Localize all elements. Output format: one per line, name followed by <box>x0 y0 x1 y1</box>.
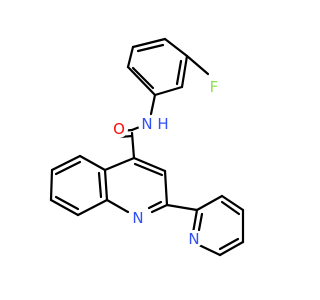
bond <box>54 195 80 211</box>
bond-lines <box>49 37 245 257</box>
bond <box>191 208 199 235</box>
fluorine-atom: F <box>205 78 223 96</box>
bond <box>163 37 189 58</box>
bond <box>185 54 210 76</box>
amide-nitrogen-atom: N H <box>138 115 170 133</box>
bond <box>50 154 82 172</box>
bond <box>149 93 157 116</box>
bond <box>130 131 136 160</box>
fluorine-label: F <box>210 78 219 96</box>
bond <box>131 66 155 90</box>
bond <box>165 203 199 212</box>
bond <box>197 212 204 232</box>
bond <box>180 54 189 89</box>
bond <box>136 43 165 53</box>
bond <box>195 194 224 212</box>
bond <box>163 169 169 207</box>
atom-labels: O N H F N N <box>110 78 223 248</box>
amide-hydrogen-label: H <box>157 115 168 133</box>
oxygen-label: O <box>113 120 125 138</box>
bond <box>132 156 167 173</box>
bond <box>76 198 109 217</box>
pyridine-nitrogen-atom: N <box>185 230 203 248</box>
bond <box>126 45 135 69</box>
quinoline-nitrogen-label: N <box>132 209 143 227</box>
bond <box>131 37 167 49</box>
bond <box>220 194 245 212</box>
bond <box>133 162 164 177</box>
bond <box>150 203 169 214</box>
bond <box>218 237 240 251</box>
bond <box>54 160 82 176</box>
bond <box>103 168 109 202</box>
bond <box>49 198 80 217</box>
bond <box>218 240 245 257</box>
molecule-structure-diagram: O N H F N N <box>49 37 245 257</box>
bond <box>97 171 103 199</box>
bond <box>220 200 241 216</box>
bond <box>147 200 163 210</box>
bond <box>197 243 222 257</box>
oxygen-atom: O <box>110 120 128 138</box>
bond <box>105 198 130 214</box>
bond <box>175 59 183 86</box>
bond <box>49 168 54 202</box>
pyridine-nitrogen-label: N <box>188 230 199 248</box>
bond <box>153 85 184 97</box>
bond <box>78 154 107 172</box>
bond <box>103 156 136 172</box>
amide-nitrogen-label: N <box>141 115 152 133</box>
bond <box>126 65 157 97</box>
quinoline-nitrogen-atom: N <box>129 209 147 227</box>
